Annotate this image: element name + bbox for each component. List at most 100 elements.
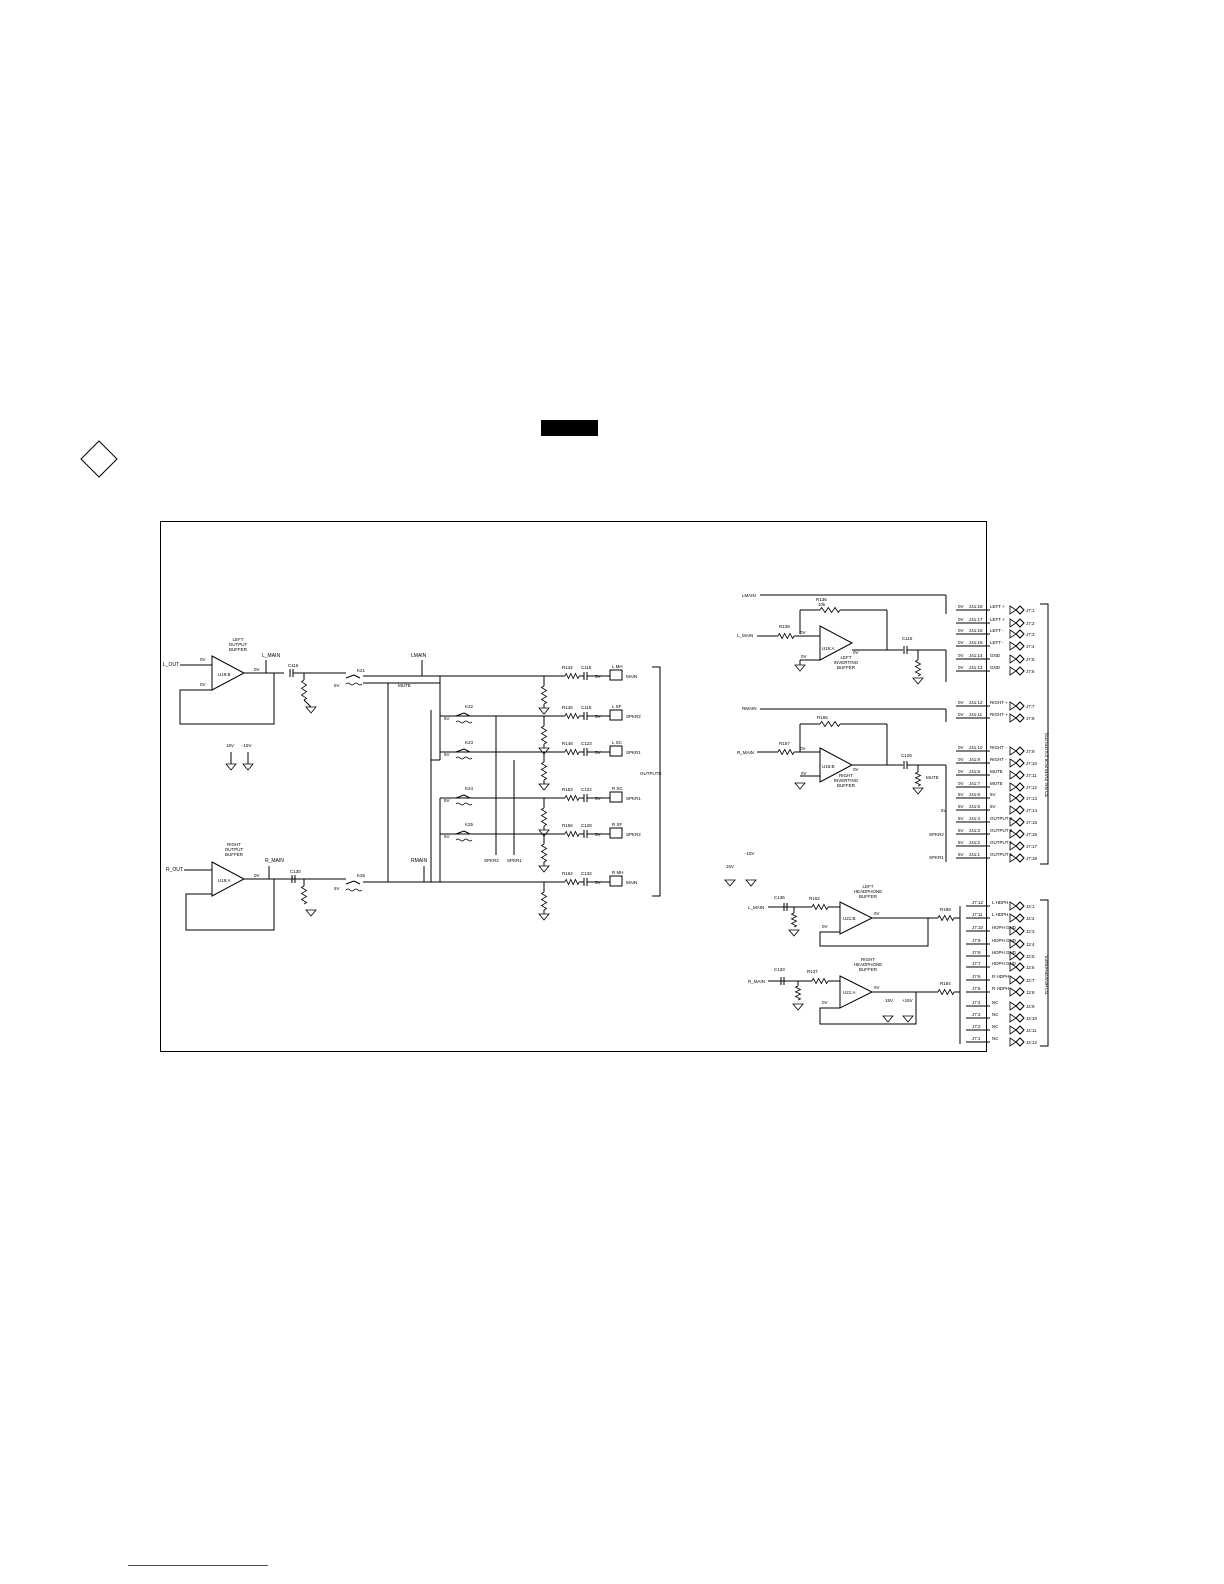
rmain-label: RMAIN (742, 706, 757, 711)
relay-label: K22 (465, 704, 474, 709)
bal-row-pin: J7:17 (1026, 844, 1038, 849)
output-tag-label: R MH (612, 870, 624, 875)
five-v-label: 5V (595, 714, 601, 719)
r152-resistor (811, 903, 829, 911)
zero-v-label: 0V (853, 767, 859, 772)
arrow-icon (1009, 817, 1017, 827)
arrow-icon (1009, 793, 1017, 803)
arrow-icon (1009, 782, 1017, 792)
bal-row-left: 0V (958, 617, 964, 622)
bal-row-pin: J7:11 (1026, 773, 1037, 778)
arrow-icon (1009, 975, 1017, 985)
lmain-label: LMAIN (742, 593, 756, 598)
connector-diamond-icon (1015, 782, 1025, 792)
zero-v-label: 0V (874, 985, 880, 990)
bal-row-j41: J41:18 (969, 604, 983, 609)
bal-row-left: 0V (958, 712, 964, 717)
hp-row-j7: J7:1 (972, 1036, 981, 1041)
right-output-buffer-label: BUFFER (225, 852, 244, 857)
left-output-buffer-label: BUFFER (229, 647, 248, 652)
l-main-label: L_MAIN (748, 905, 764, 910)
bal-row-j41: J41:3 (969, 828, 981, 833)
bal-row-signal: RIGHT + (990, 712, 1008, 717)
connector-diamond-icon (1015, 913, 1025, 923)
plus-15v-label: 15V (885, 998, 893, 1003)
hp-row-j7: J7:9 (972, 938, 981, 943)
hp-row-signal: HDPH GND (992, 961, 1017, 966)
hp-row-pin: J2:8 (1026, 990, 1035, 995)
bal-row-pin: J7:14 (1026, 808, 1038, 813)
hp-row-signal: HDPH GND (992, 938, 1017, 943)
output-resistor (564, 794, 580, 802)
output-cap-label: C118 (581, 665, 592, 670)
ground-icon (794, 782, 806, 790)
r165-label: R165 (817, 715, 828, 720)
five-v-label: 5V (941, 808, 947, 813)
k21-label: K21 (357, 668, 366, 673)
hp-row-signal: L HDPH (992, 912, 1008, 917)
right-headphone-opamp (839, 975, 874, 1009)
lmain-label: LMAIN (411, 653, 427, 659)
zero-v-label: 0V (800, 630, 806, 635)
ground-icon (902, 1015, 914, 1023)
connector-diamond-icon (1015, 1001, 1025, 1011)
arrow-icon (1009, 829, 1017, 839)
bal-row-left: 0V (958, 628, 964, 633)
bal-row-left: 5V (958, 852, 964, 857)
ground-icon (794, 664, 806, 672)
zero-v-label: 0V (822, 924, 828, 929)
r184-label: R184 (940, 981, 951, 986)
bal-row-signal: LEFT + (990, 617, 1005, 622)
arrow-icon (1009, 605, 1017, 615)
connector-diamond-icon (1015, 1037, 1025, 1047)
arrow-icon (1009, 1025, 1017, 1035)
bal-row-signal: OUTPUT 1 (990, 852, 1013, 857)
hp-row-pin: J2:11 (1026, 1028, 1037, 1033)
c115-label: C115 (902, 636, 913, 641)
hp-row-signal: L HDPH (992, 900, 1008, 905)
output-connector (609, 709, 623, 721)
bal-row-pin: J7:7 (1026, 704, 1035, 709)
connector-diamond-icon (1015, 770, 1025, 780)
hp-row-signal: HDPH GND (992, 925, 1017, 930)
shunt-resistor (540, 807, 548, 827)
bal-row-pin: J7:12 (1026, 785, 1038, 790)
hp-row-j7: J7:7 (972, 961, 981, 966)
r152-label: R152 (809, 896, 820, 901)
left-inverting-label: BUFFER (837, 665, 856, 670)
r184-resistor (937, 988, 955, 996)
five-v-label: 5V (595, 796, 601, 801)
right-output-buffer-label: RIGHT (227, 842, 241, 847)
arrow-icon (1009, 962, 1017, 972)
u16b-label: U16:B (822, 764, 835, 769)
resistor (914, 771, 922, 787)
zero-v-label: 0V (254, 873, 260, 878)
resistor (300, 885, 308, 905)
right-headphone-label: BUFFER (859, 967, 878, 972)
bal-row-left: 5V (958, 792, 964, 797)
wire (345, 674, 355, 679)
u19b-label: U19:B (218, 672, 231, 677)
output-connector (609, 669, 623, 681)
spkr1-label: SPKR1 (929, 855, 944, 860)
bal-row-pin: J7:16 (1026, 832, 1038, 837)
bal-row-j41: J41:9 (969, 757, 981, 762)
u16a-label: U16:A (822, 646, 835, 651)
r139-label: R139 (779, 624, 790, 629)
bal-row-j41: J41:17 (969, 617, 983, 622)
wire (463, 830, 471, 835)
bal-row-pin: J7:18 (1026, 856, 1038, 861)
zero-v-label: 0V (254, 667, 260, 672)
relay (455, 712, 473, 724)
r157-resistor (777, 748, 795, 756)
right-inverting-label: BUFFER (837, 783, 856, 788)
left-headphone-label: BUFFER (859, 894, 878, 899)
bal-row-left: 0V (958, 781, 964, 786)
output-label: MAIN (626, 674, 637, 679)
arrow-icon (1009, 926, 1017, 936)
minus-15v-label: -15V (745, 851, 755, 856)
mute-label: MUTE (926, 775, 939, 780)
ground-icon (882, 1015, 894, 1023)
left-headphone-label: LEFT (862, 884, 873, 889)
bal-row-pin: J7:6 (1026, 669, 1035, 674)
